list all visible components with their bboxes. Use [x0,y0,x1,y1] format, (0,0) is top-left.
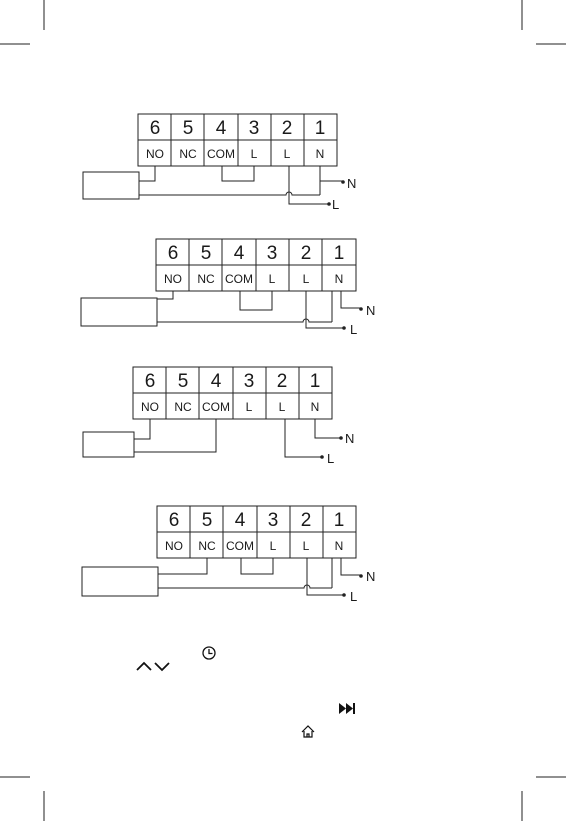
terminal-number-6: 6 [169,510,180,531]
neutral-supply-label: N [366,569,375,584]
chevron-down-icon [155,663,169,670]
terminal-label-nc: NC [174,400,192,414]
terminal-label-com: COM [207,147,235,161]
terminal-labels: NO NC COM L L N [141,400,319,414]
terminal-number-3: 3 [267,243,278,264]
terminal-label-no: NO [165,539,183,553]
terminal-label-l: L [270,539,277,553]
terminal-labels: NO NC COM L L N [165,539,343,553]
terminal-number-6: 6 [168,243,179,264]
terminal-label-l: L [303,539,310,553]
terminal-number-1: 1 [334,510,345,531]
terminal-label-com: COM [202,400,230,414]
terminal-number-1: 1 [315,118,326,139]
terminal-number-4: 4 [216,118,227,139]
wiring-diagram-3: 6 5 4 3 2 1 NO NC COM L L N N L [83,367,354,466]
terminal-number-5: 5 [201,243,212,264]
terminal-number-2: 2 [301,510,312,531]
neutral-terminal-point [339,436,343,440]
terminal-label-com: COM [226,539,254,553]
wiring-diagram-4: 6 5 4 3 2 1 NO NC COM L L N N L [82,506,375,604]
neutral-supply-label: N [345,431,354,446]
load-device-box [83,432,134,457]
live-supply-label: L [350,589,357,604]
terminal-label-n: N [316,147,325,161]
neutral-terminal-point [359,307,363,311]
terminal-label-l: L [251,147,258,161]
terminal-label-nc: NC [179,147,197,161]
terminal-block [157,506,356,558]
wires [157,291,360,328]
terminal-label-l: L [246,400,253,414]
terminal-number-2: 2 [277,371,288,392]
neutral-supply-label: N [366,303,375,318]
terminal-label-nc: NC [198,539,216,553]
terminal-label-n: N [335,539,344,553]
terminal-block [138,114,337,166]
terminal-label-no: NO [141,400,159,414]
live-terminal-point [320,455,324,459]
terminal-number-6: 6 [150,118,161,139]
wires [139,166,342,204]
terminal-label-com: COM [225,272,253,286]
live-terminal-point [342,326,346,330]
terminal-block [156,239,356,291]
terminal-label-n: N [335,272,344,286]
terminal-number-4: 4 [235,510,246,531]
terminal-label-l: L [303,272,310,286]
terminal-number-3: 3 [244,371,255,392]
terminal-number-2: 2 [301,243,312,264]
home-icon [302,726,314,737]
terminal-block [133,367,332,419]
neutral-terminal-point [341,180,345,184]
terminal-labels: NO NC COM L L N [146,147,324,161]
terminal-label-l: L [284,147,291,161]
terminal-number-3: 3 [249,118,260,139]
wires [158,558,360,595]
wires [134,419,340,457]
clock-icon [203,647,215,659]
terminal-number-2: 2 [282,118,293,139]
terminal-label-nc: NC [197,272,215,286]
live-supply-label: L [332,197,339,212]
terminal-number-5: 5 [202,510,213,531]
terminal-label-no: NO [164,272,182,286]
skip-forward-icon [339,703,355,714]
terminal-number-6: 6 [145,371,156,392]
live-terminal-point [327,202,331,206]
terminal-label-no: NO [146,147,164,161]
neutral-supply-label: N [347,176,356,191]
wiring-diagram-2: 6 5 4 3 2 1 NO NC COM L L N N L [81,239,375,337]
terminal-label-l: L [269,272,276,286]
wiring-diagram-1: 6 5 4 3 2 1 NO NC COM L L N N L [83,114,356,212]
terminal-number-1: 1 [310,371,321,392]
load-device-box [82,567,158,596]
terminal-number-5: 5 [178,371,189,392]
load-device-box [83,172,139,199]
chevron-up-icon [137,663,151,670]
live-supply-label: L [350,322,357,337]
live-terminal-point [342,593,346,597]
terminal-number-5: 5 [183,118,194,139]
terminal-number-4: 4 [234,243,245,264]
terminal-number-4: 4 [211,371,222,392]
live-supply-label: L [327,451,334,466]
neutral-terminal-point [359,574,363,578]
terminal-label-n: N [311,400,320,414]
load-device-box [81,298,157,326]
terminal-number-3: 3 [268,510,279,531]
terminal-number-1: 1 [334,243,345,264]
terminal-labels: NO NC COM L L N [164,272,343,286]
terminal-label-l: L [279,400,286,414]
